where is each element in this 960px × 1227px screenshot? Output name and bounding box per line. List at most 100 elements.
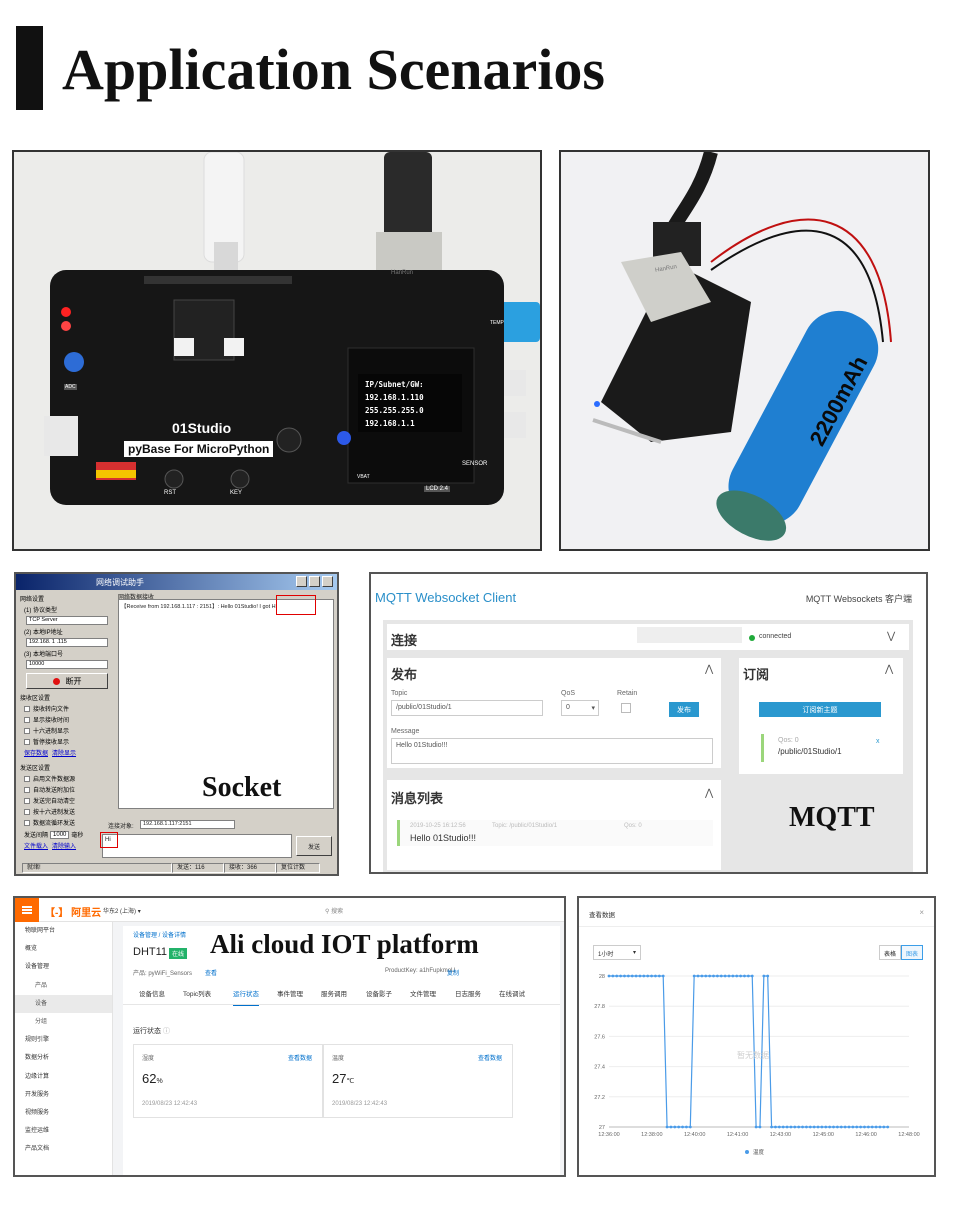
product-view-link[interactable]: 查看	[205, 971, 218, 977]
sidebar-item-iot-platform[interactable]: 物联网平台	[25, 928, 56, 934]
recv-opt-pause[interactable]: 暂停接收显示	[24, 737, 114, 746]
recv-area-label: 网络数据接收	[118, 595, 155, 601]
tab-running-status[interactable]: 运行状态	[233, 988, 259, 1006]
chevron-up-icon[interactable]: ⋀	[705, 664, 714, 675]
retain-label: Retain	[617, 690, 638, 697]
recv-opt-time[interactable]: 显示接收时间	[24, 715, 114, 724]
subscription-item[interactable]: Qos: 0 /public/01Studio/1 x	[761, 734, 881, 762]
maximize-icon[interactable]	[309, 576, 320, 587]
sidebar-item-products[interactable]: 产品	[35, 982, 48, 989]
sidebar-item-device-management[interactable]: 设备管理	[25, 964, 50, 971]
x-tick-label: 12:45:00	[813, 1132, 834, 1138]
recv-area[interactable]: 【Receive from 192.168.1.117 : 2151】: Hel…	[118, 599, 334, 809]
send-opt-append[interactable]: 自动发送附加位	[24, 785, 114, 794]
data-point	[832, 1125, 835, 1129]
tab-files[interactable]: 文件管理	[410, 991, 436, 998]
humidity-view-link[interactable]: 查看数据	[288, 1056, 313, 1062]
tab-device-info[interactable]: 设备信息	[139, 991, 165, 998]
tab-events[interactable]: 事件管理	[277, 991, 303, 998]
connect-card[interactable]: 连接 connected ⋁	[387, 624, 909, 650]
publish-button[interactable]: 发布	[669, 702, 699, 717]
subscription-qos: Qos: 0	[778, 737, 799, 744]
tab-logs[interactable]: 日志服务	[455, 991, 481, 998]
status-received: 接收：366	[224, 863, 276, 873]
chevron-up-icon[interactable]: ⋀	[705, 788, 714, 799]
sensor-label: SENSOR	[462, 461, 488, 467]
tab-services[interactable]: 服务调用	[321, 991, 347, 998]
chevron-up-icon[interactable]: ⋀	[885, 664, 894, 675]
data-point	[677, 1125, 681, 1129]
qos-select[interactable]: 0▾	[561, 700, 599, 716]
net-settings-label: 网络设置	[20, 597, 45, 603]
data-point	[785, 1125, 789, 1129]
ip-input[interactable]: 192.168. 1 .115	[26, 638, 108, 647]
send-opt-file[interactable]: 启用文件数据源	[24, 774, 114, 783]
data-point	[611, 974, 615, 978]
socket-titlebar: 网络调试助手	[16, 574, 337, 590]
reset-count-button[interactable]: 复位计数	[276, 863, 320, 873]
send-opt-hex[interactable]: 按十六进制发送	[24, 807, 114, 816]
topic-input[interactable]: /public/01Studio/1	[391, 700, 543, 716]
retain-checkbox[interactable]	[621, 703, 631, 713]
protocol-select[interactable]: TCP Server	[26, 616, 108, 625]
close-icon[interactable]: ×	[919, 908, 924, 917]
sidebar-item-video[interactable]: 视频服务	[25, 1109, 50, 1116]
sidebar-item-docs[interactable]: 产品文档	[25, 1146, 50, 1153]
tab-shadow[interactable]: 设备影子	[366, 991, 392, 998]
adc-label: ADC	[64, 384, 77, 390]
rst-label: RST	[164, 490, 176, 496]
temperature-view-link[interactable]: 查看数据	[478, 1056, 503, 1062]
tab-topics[interactable]: Topic列表	[183, 991, 212, 998]
socket-tool-window: 网络调试助手 网络设置 (1) 协议类型 TCP Server (2) 本地IP…	[14, 572, 339, 876]
send-button[interactable]: 发送	[296, 836, 332, 856]
product-key: ProductKey: a1hFupkmoU	[385, 968, 456, 974]
sidebar-item-edge[interactable]: 边缘计算	[25, 1073, 50, 1080]
close-icon[interactable]	[322, 576, 333, 587]
save-data-link[interactable]: 保存数据	[24, 751, 49, 757]
recv-opt-hex[interactable]: 十六进制显示	[24, 726, 114, 735]
sidebar-item-overview[interactable]: 概览	[25, 946, 38, 953]
data-point	[634, 974, 638, 978]
send-opt-clear[interactable]: 发送完自动清空	[24, 796, 114, 805]
sidebar-item-dev-services[interactable]: 开发服务	[25, 1091, 50, 1098]
range-select[interactable]: 1小时▾	[593, 945, 641, 960]
sidebar-item-analytics[interactable]: 数据分析	[25, 1055, 50, 1062]
clear-input-link[interactable]: 清除输入	[52, 844, 77, 850]
connection-status: connected	[759, 633, 792, 640]
interval-input[interactable]: 1000	[50, 830, 70, 839]
qos-label: QoS	[561, 690, 576, 697]
chevron-down-icon: ▾	[137, 909, 141, 915]
clear-display-link[interactable]: 清除显示	[52, 751, 77, 757]
chevron-down-icon[interactable]: ⋁	[887, 631, 896, 642]
sidebar-item-devices[interactable]: 设备	[15, 994, 112, 1013]
send-opt-loop[interactable]: 数据流循环发送	[24, 818, 114, 827]
ali-logo[interactable]: 【-】 阿里云	[45, 908, 102, 919]
sidebar-item-monitoring[interactable]: 监控运维	[25, 1128, 50, 1135]
disconnect-button[interactable]: 断开	[26, 673, 108, 689]
tab-debug[interactable]: 在线调试	[499, 991, 525, 998]
recv-opt-file[interactable]: 接收转向文件	[24, 704, 114, 713]
send-target-select[interactable]: 192.168.1.117:2151	[140, 820, 235, 829]
copy-link[interactable]: 复制	[447, 971, 460, 977]
region-select[interactable]: 华东2 (上海) ▾	[103, 906, 141, 915]
load-file-link[interactable]: 文件载入	[24, 844, 49, 850]
minimize-icon[interactable]	[296, 576, 307, 587]
breadcrumb[interactable]: 设备管理 / 设备详情	[133, 933, 187, 939]
port-input[interactable]: 10000	[26, 660, 108, 669]
humidity-card: 湿度 查看数据 62% 2019/08/23 12:42:43	[133, 1044, 323, 1118]
checkbox-icon	[24, 705, 30, 712]
send-opt-label: 按十六进制发送	[33, 810, 76, 816]
data-point	[727, 974, 731, 978]
region-label: 华东2 (上海)	[103, 909, 137, 915]
menu-icon[interactable]	[15, 898, 39, 922]
message-input[interactable]: Hello 01Studio!!!	[391, 738, 713, 764]
sidebar-item-groups[interactable]: 分组	[35, 1018, 48, 1025]
tab-divider	[123, 1004, 560, 1005]
unsubscribe-icon[interactable]: x	[876, 738, 880, 745]
sidebar-item-rules[interactable]: 规则引擎	[25, 1037, 50, 1044]
search-box[interactable]: ⚲ 搜索	[325, 906, 343, 915]
add-subscription-button[interactable]: 订阅新主题	[759, 702, 881, 717]
chart-view-button[interactable]: 图表	[901, 945, 924, 960]
send-input[interactable]: Hi	[102, 834, 292, 858]
table-view-button[interactable]: 表格	[879, 945, 902, 960]
